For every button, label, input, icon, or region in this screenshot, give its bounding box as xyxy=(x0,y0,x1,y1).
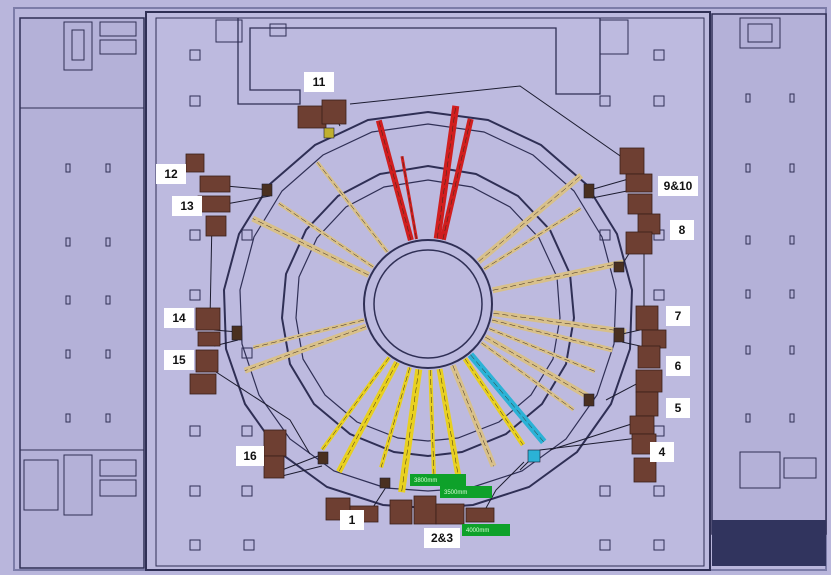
station-label-box xyxy=(156,164,186,184)
beamline-edge-9 xyxy=(489,328,595,372)
station-label-box xyxy=(172,196,202,216)
station-label-4: 4 xyxy=(650,442,674,462)
station-label-box xyxy=(670,220,694,240)
target-chamber-outer xyxy=(363,239,493,369)
beamline-edge-2 xyxy=(436,105,457,239)
beamline-edge-23 xyxy=(252,218,369,276)
station-label-text: 15 xyxy=(172,353,186,367)
right-wing xyxy=(711,13,827,566)
dimension-tag-box xyxy=(462,524,510,536)
left-wing xyxy=(19,17,145,569)
station-label-box xyxy=(304,72,334,92)
dimension-tag-box xyxy=(440,486,492,498)
beamline-edge-14 xyxy=(452,365,494,467)
station-label-9and10: 9&10 xyxy=(658,176,698,196)
inner-ring-inner-edge xyxy=(295,179,561,442)
dimension-tag-text: 3500mm xyxy=(444,490,467,496)
station-label-box xyxy=(666,398,690,418)
ring-connectors xyxy=(231,127,625,489)
top-annex xyxy=(215,18,629,105)
dimension-tags: 3800mm 3500mm 4000mm xyxy=(410,474,510,536)
station-label-8: 8 xyxy=(670,220,694,240)
station-label-text: 16 xyxy=(243,449,257,463)
beamline-edge-6 xyxy=(492,262,624,291)
station-label-box xyxy=(666,306,690,326)
dimension-tag-box xyxy=(410,474,466,486)
beamline-edge-20 xyxy=(321,357,390,450)
station-label-13: 13 xyxy=(172,196,202,216)
station-label-text: 11 xyxy=(313,75,326,89)
beamline-edge-18 xyxy=(380,367,411,468)
station-label-6: 6 xyxy=(666,356,690,376)
dimension-tag-text: 3800mm xyxy=(414,478,437,484)
hall-inner-wall xyxy=(155,17,705,567)
beamline-edge-22 xyxy=(253,319,365,348)
beamline-edge-11 xyxy=(481,342,574,411)
beamlines xyxy=(243,105,627,493)
station-label-box xyxy=(236,446,264,466)
station-label-text: 4 xyxy=(659,445,666,459)
station-label-7: 7 xyxy=(666,306,690,326)
beamline-edge-7 xyxy=(493,312,627,333)
station-label-14: 14 xyxy=(164,308,194,328)
station-label-text: 6 xyxy=(675,359,682,373)
beamline-edge-3 xyxy=(442,118,471,240)
station-label-5: 5 xyxy=(666,398,690,418)
station-label-1: 1 xyxy=(340,510,364,530)
station-label-box xyxy=(340,510,364,530)
station-label-text: 13 xyxy=(180,199,194,213)
station-label-12: 12 xyxy=(156,164,186,184)
target-chamber-inner xyxy=(373,249,483,359)
station-label-text: 8 xyxy=(679,223,686,237)
station-label-text: 2&3 xyxy=(431,531,453,545)
station-label-16: 16 xyxy=(236,446,264,466)
station-label-box xyxy=(164,308,194,328)
beamline-edge-1 xyxy=(401,156,417,240)
inner-ring xyxy=(280,164,576,458)
station-labels: 1 2&3 4 5 6 7 8 9&10 11 12 13 14 15 16 xyxy=(156,72,698,548)
beamline-edge-12 xyxy=(470,354,544,443)
beamline-edge-19 xyxy=(338,362,398,472)
beamline-edge-13 xyxy=(464,358,524,446)
beamline-edge-17 xyxy=(401,369,420,493)
beamline-edge-4 xyxy=(478,175,582,262)
station-label-text: 5 xyxy=(675,401,682,415)
station-label-text: 14 xyxy=(172,311,186,325)
station-label-box xyxy=(650,442,674,462)
beamline-edge-15 xyxy=(439,368,462,492)
station-label-text: 12 xyxy=(164,167,178,181)
beamline-edge-10 xyxy=(485,336,593,400)
pillars xyxy=(65,49,795,551)
beamline-edge-8 xyxy=(491,319,613,351)
beamline-edge-24 xyxy=(278,203,374,268)
station-label-2and3: 2&3 xyxy=(424,528,460,548)
station-label-box xyxy=(164,350,194,370)
station-label-11: 11 xyxy=(304,72,334,92)
station-label-box xyxy=(666,356,690,376)
station-label-15: 15 xyxy=(164,350,194,370)
station-label-text: 1 xyxy=(349,513,356,527)
station-label-text: 9&10 xyxy=(664,179,693,193)
beamline-edge-25 xyxy=(317,162,388,253)
station-label-text: 7 xyxy=(675,309,682,323)
station-label-box xyxy=(424,528,460,548)
beamline-edge-21 xyxy=(244,326,367,371)
beamline-edge-0 xyxy=(378,120,412,241)
beamline-edge-16 xyxy=(430,369,435,474)
beamline-edge-5 xyxy=(483,208,581,270)
dimension-tag-text: 4000mm xyxy=(466,528,489,534)
station-label-box xyxy=(658,176,698,196)
